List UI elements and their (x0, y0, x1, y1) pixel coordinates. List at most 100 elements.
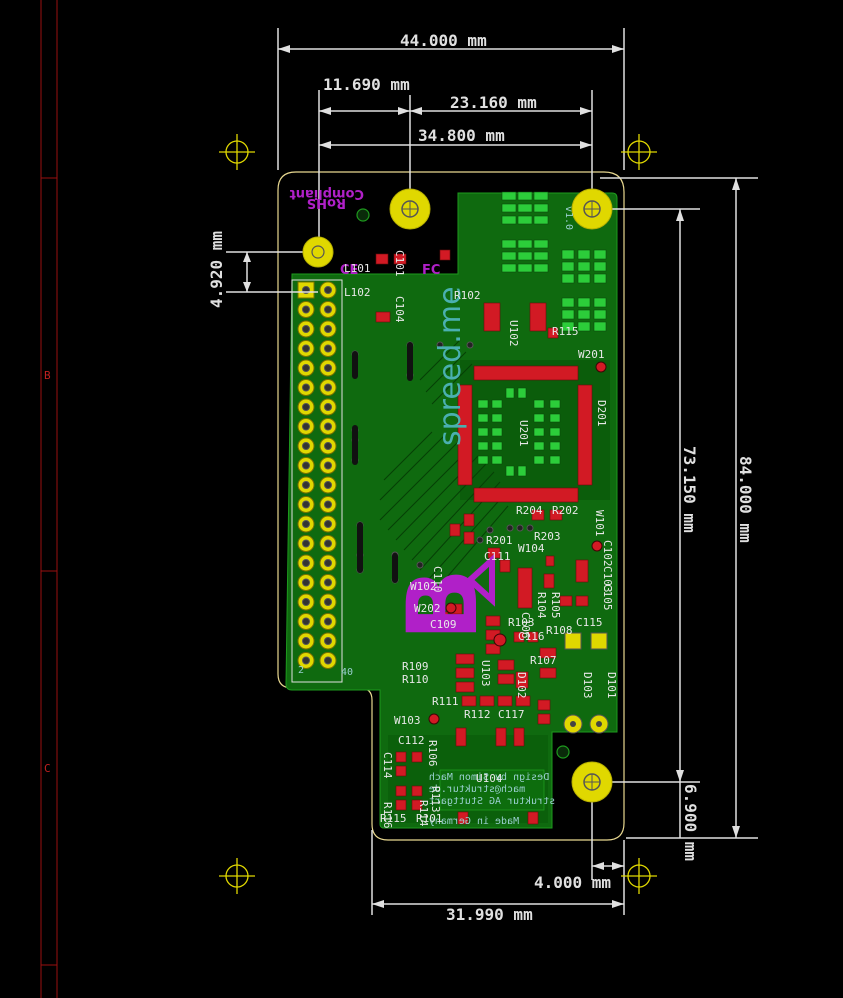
test-pads[interactable] (563, 632, 609, 734)
gpio-pin-hole (324, 500, 332, 509)
slot-outlines (352, 342, 413, 583)
gpio-pin-hole (324, 344, 332, 353)
credit-line-2: mach@struktur.de (429, 784, 525, 795)
gpio-pin-hole (302, 539, 310, 548)
mounting-hole-bottom-right[interactable] (571, 761, 613, 803)
gpio-pin-hole (324, 442, 332, 450)
ref-r103: R103 (508, 616, 535, 629)
fiducial-small-bottom (556, 745, 570, 759)
ref-r203: R203 (534, 530, 561, 543)
fcc-mark: FC (422, 263, 440, 278)
ref-r111: R111 (432, 695, 459, 708)
ref-d103: D103 (581, 672, 594, 699)
dimension-hole-spacing-top: 23.160 mm (450, 93, 537, 112)
dimension-bottom-hole-offset: 6.900 mm (681, 784, 700, 861)
fiducial-small-top (356, 208, 370, 222)
mounting-holes[interactable] (302, 188, 613, 803)
gpio-pin-hole (324, 656, 332, 665)
ref-r110: R110 (402, 673, 429, 686)
dimension-bottom-width: 31.990 mm (446, 905, 533, 924)
gpio-pin-hole (324, 481, 332, 489)
ref-r114: R114 (417, 800, 430, 827)
credit-line-3: struktur AG Stuttgart (429, 796, 555, 807)
ref-r116: R116 (381, 802, 394, 829)
gpio-header-40pin[interactable] (291, 279, 343, 683)
dimension-bottom-hole-edge: 4.000 mm (534, 873, 611, 892)
ref-r105: R105 (549, 592, 562, 619)
gpio-pin-hole (324, 617, 332, 626)
ref-r102: R102 (454, 289, 481, 302)
ref-c115: C115 (576, 616, 603, 629)
gpio-pin-hole (324, 305, 332, 314)
ref-w201: W201 (578, 348, 605, 361)
gpio-pin-hole (302, 578, 310, 587)
gpio-pin-hole (302, 422, 310, 431)
mounting-hole-top-right[interactable] (571, 188, 613, 230)
gpio-pin-hole (302, 403, 310, 411)
ref-l101: L101 (344, 262, 371, 275)
ref-d201: D201 (595, 400, 608, 427)
ref-w102: W102 (410, 580, 437, 593)
ref-c105: C105 (601, 584, 614, 611)
mounting-hole-small[interactable] (302, 236, 334, 268)
silkscreen-brand: spreed.me v1.0 2 40 (298, 206, 574, 678)
ref-u102: U102 (507, 320, 520, 347)
gpio-pin-hole (302, 559, 310, 567)
gpio-pin-hole (324, 598, 332, 606)
design-credits: Design by Simon Mach mach@struktur.de st… (429, 772, 555, 827)
dimension-header-to-hole: 34.800 mm (418, 126, 505, 145)
dimension-labels: 44.000 mm 11.690 mm 23.160 mm 34.800 mm … (207, 31, 755, 924)
logo-letter: B (387, 568, 499, 641)
ref-c102: C102 (601, 540, 614, 567)
vias (428, 361, 607, 725)
ref-r201: R201 (486, 534, 513, 547)
ref-c103: C103 (601, 566, 614, 593)
ref-d101: D101 (605, 672, 618, 699)
ref-r204: R204 (516, 504, 543, 517)
ref-w202: W202 (414, 602, 441, 615)
gpio-pin-hole (324, 422, 332, 431)
ref-c106: C106 (519, 612, 532, 639)
gpio-pin-hole (324, 403, 332, 411)
gpio-pin-hole (302, 500, 310, 509)
brand-text: spreed.me (433, 286, 468, 446)
ref-w104: W104 (518, 542, 545, 555)
frame-row-label-c: C (44, 762, 51, 775)
ref-c112: C112 (398, 734, 425, 747)
gpio-pin-hole (302, 461, 310, 470)
test-pad-1[interactable] (564, 632, 582, 650)
ref-r108: R108 (546, 624, 573, 637)
rohs-compliant: Compliant (290, 186, 364, 201)
ref-c117: C117 (498, 708, 525, 721)
dimension-hole-offset-left: 11.690 mm (323, 75, 410, 94)
gpio-pin-hole (302, 617, 310, 626)
ref-c114: C114 (381, 752, 394, 779)
green-pad-cluster (477, 191, 607, 477)
gpio-pin-hole (324, 364, 332, 372)
ref-r101: R101 (416, 812, 443, 825)
ref-r113: R113 (429, 786, 442, 813)
ref-c110: C110 (431, 566, 444, 593)
gpio-pin-hole (324, 637, 332, 645)
frame-row-label-b: B (44, 369, 51, 382)
mounting-hole-top-left[interactable] (389, 188, 431, 230)
gpio-pin-hole (324, 578, 332, 587)
ref-r106: R106 (426, 740, 439, 767)
gpio-pin-hole (302, 442, 310, 450)
drawing-frame: B C (40, 0, 58, 998)
gpio-pin-hole (324, 559, 332, 567)
dimension-header-offset-vertical: 4.920 mm (207, 231, 226, 308)
ref-d102: D102 (515, 672, 528, 699)
gpio-pin-hole (324, 286, 332, 294)
ref-r112: R112 (464, 708, 491, 721)
gpio-pin-hole (302, 598, 310, 606)
ref-c116: C116 (518, 630, 545, 643)
gpio-pin-hole (302, 364, 310, 372)
gpio-pin-hole (302, 383, 310, 392)
test-pad-2[interactable] (590, 632, 608, 650)
gpio-pin-hole (302, 344, 310, 353)
dimension-arrows (243, 45, 740, 908)
fiducial-targets (219, 134, 657, 894)
